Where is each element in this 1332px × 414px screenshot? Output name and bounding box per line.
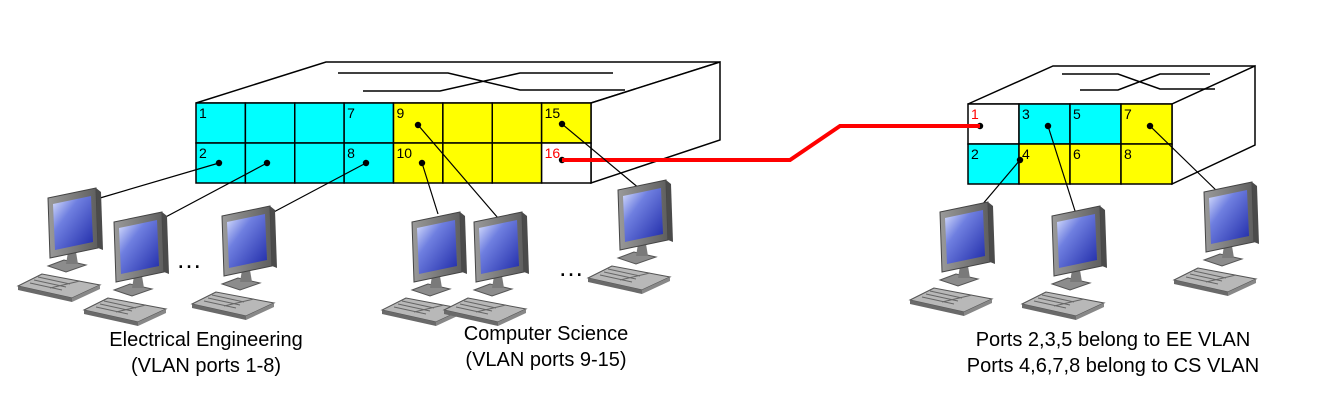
- cable-port-8: [269, 162, 367, 215]
- port-number-label: 2: [971, 146, 979, 162]
- right-caption-line2: Ports 4,6,7,8 belong to CS VLAN: [967, 355, 1259, 377]
- cable-port-3: [159, 162, 268, 221]
- switch-port-ee: [294, 142, 345, 184]
- desktop-computer-icon: [909, 201, 996, 317]
- desktop-computer-icon: [191, 205, 278, 321]
- cable-right-port-3: [1047, 125, 1077, 215]
- port-number-label: 5: [1073, 106, 1081, 122]
- switch-port-ee: [343, 142, 395, 184]
- switch-port-ee: [343, 102, 395, 144]
- port-number-label: 16: [545, 145, 561, 161]
- right-switch: 1 3 5 7 2 4 6 8: [967, 64, 1256, 186]
- switch-port-cs: [442, 102, 493, 144]
- port-number-label: 1: [199, 105, 207, 121]
- cable-right-port-7: [1149, 125, 1221, 195]
- desktop-computer-icon: [587, 179, 674, 295]
- switch-port-ee: [244, 102, 296, 144]
- ellipsis-cs-hosts: …: [558, 252, 584, 282]
- port-number-label: 9: [397, 105, 405, 121]
- cs-caption-line2: (VLAN ports 9-15): [465, 349, 626, 371]
- port-number-label: 7: [1124, 106, 1132, 122]
- port-number-label: 10: [397, 145, 413, 161]
- port-number-label: 6: [1073, 146, 1081, 162]
- switch-port-cs: [1120, 143, 1173, 185]
- port-number-label: 3: [1022, 106, 1030, 122]
- switch-port-cs: [1069, 143, 1122, 185]
- port-number-label: 15: [545, 105, 561, 121]
- switch-port-ee: [1069, 103, 1122, 145]
- port-number-label: 1: [971, 106, 979, 122]
- switch-port-cs: [1018, 143, 1071, 185]
- cable-port-15: [561, 123, 641, 190]
- left-switch-arrows: [338, 72, 625, 92]
- desktop-computer-icon: [1173, 181, 1260, 297]
- switch-port-trunk: [540, 142, 592, 184]
- ee-caption-line1: Electrical Engineering: [109, 329, 302, 351]
- switch-port-cs: [491, 142, 543, 184]
- cs-caption-line1: Computer Science: [464, 323, 629, 345]
- switch-port-cs: [491, 102, 543, 144]
- cable-port-2: [99, 162, 220, 199]
- desktop-computer-icon: [1021, 205, 1108, 321]
- switch-port-cs: [1120, 103, 1173, 145]
- left-switch-ports: 1 7 9 15 2 8 10 16: [195, 102, 592, 184]
- host-cables: [99, 123, 1221, 221]
- switch-port-cs: [392, 142, 444, 184]
- left-switch: 1 7 9 15 2 8 10 16: [195, 60, 721, 185]
- switch-port-cs: [540, 102, 592, 144]
- cable-port-9: [417, 124, 499, 219]
- port-number-label: 7: [347, 105, 355, 121]
- ee-caption-line2: (VLAN ports 1-8): [131, 355, 281, 377]
- switch-port-ee: [294, 102, 345, 144]
- ellipsis-ee-hosts: …: [176, 244, 202, 274]
- right-switch-ports: 1 3 5 7 2 4 6 8: [967, 103, 1173, 185]
- port-number-label: 2: [199, 145, 207, 161]
- cable-port-10: [421, 162, 439, 215]
- port-number-label: 8: [1124, 146, 1132, 162]
- port-number-label: 4: [1022, 146, 1030, 162]
- desktop-computer-icon: [17, 187, 104, 303]
- port-number-label: 8: [347, 145, 355, 161]
- right-caption-line1: Ports 2,3,5 belong to EE VLAN: [976, 329, 1251, 351]
- trunk-link: [562, 124, 980, 162]
- right-switch-arrows: [1062, 73, 1215, 91]
